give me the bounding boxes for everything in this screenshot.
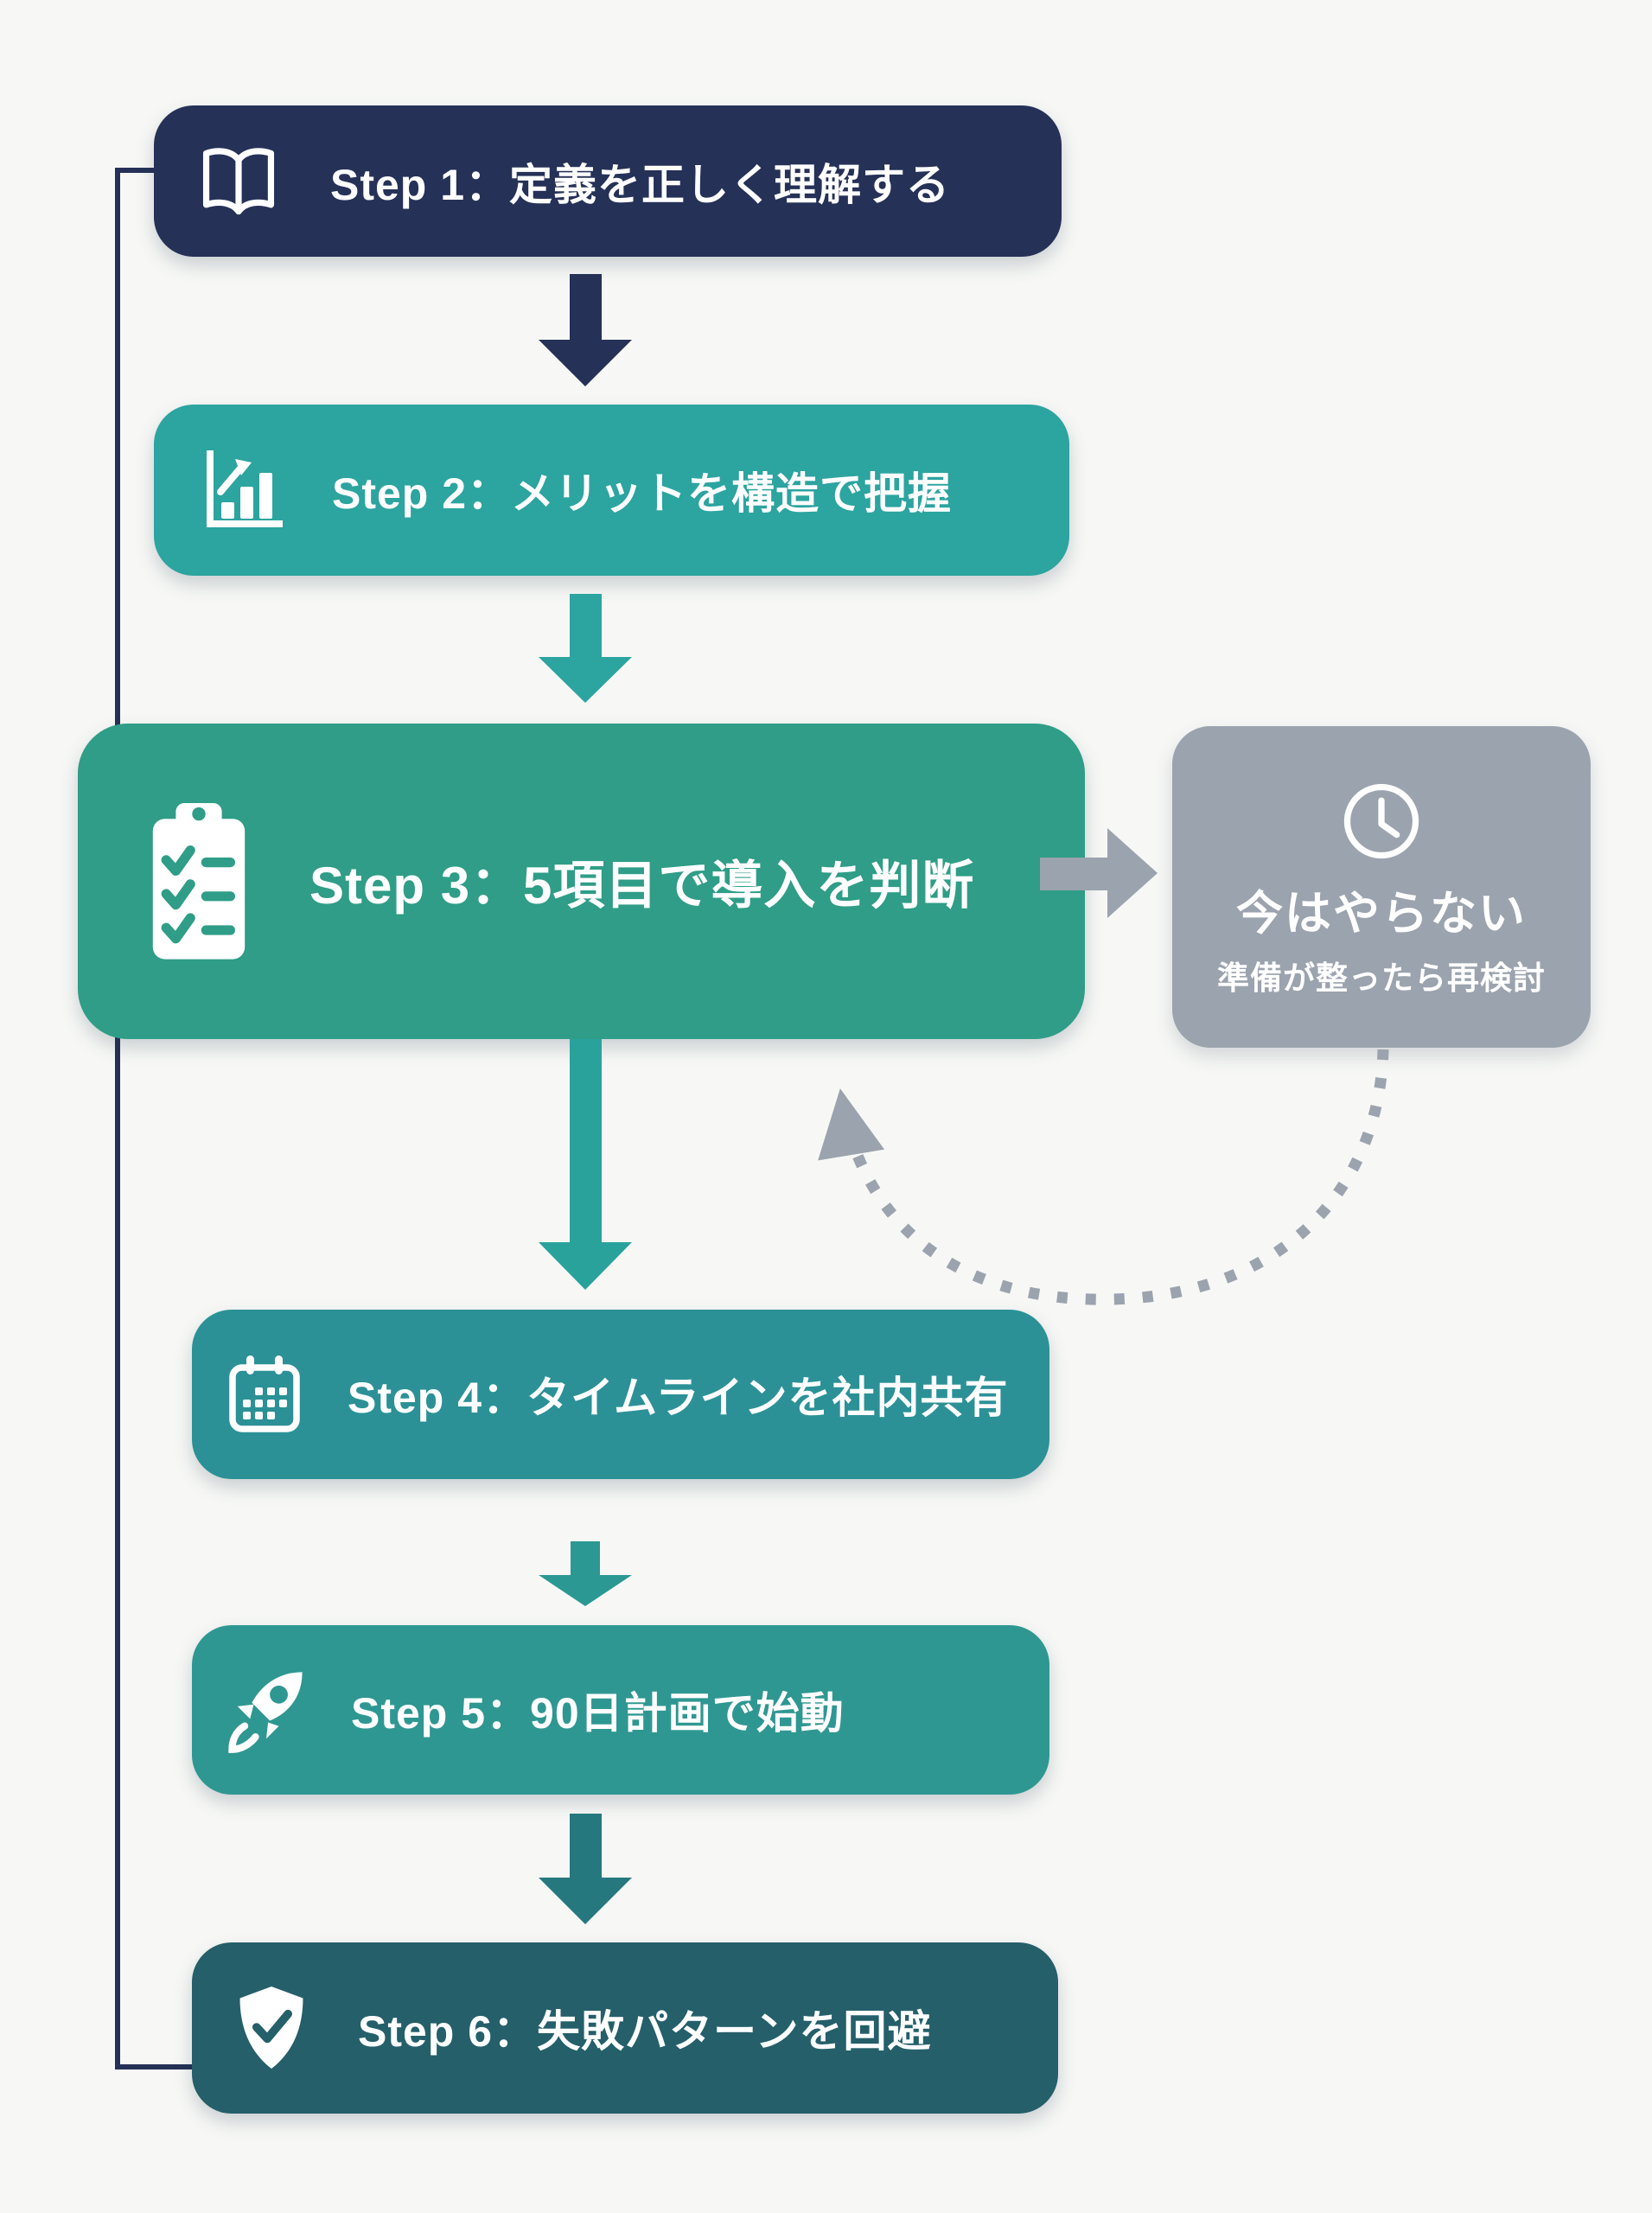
step-3-label: Step 3：5項目で導入を判断: [309, 857, 975, 915]
step-3-box: Step 3：5項目で導入を判断: [78, 724, 1085, 1039]
step-4-label: Step 4：タイムラインを社内共有: [348, 1374, 1009, 1422]
defer-box: 今はやらない 準備が整ったら再検討: [1172, 726, 1591, 1048]
arrow-step4-to-step5: [539, 1541, 632, 1606]
step-5-box: Step 5：90日計画で始動: [192, 1625, 1049, 1795]
defer-box-title: 今はやらない: [1236, 887, 1527, 940]
shield-check-icon: [239, 1987, 303, 2070]
book-icon: [202, 147, 275, 214]
step-5-label: Step 5：90日計画で始動: [351, 1689, 845, 1738]
arrow-step1-to-step2: [539, 274, 632, 386]
loop-line-vertical: [115, 168, 120, 2070]
step-1-label: Step 1：定義を正しく理解する: [330, 160, 951, 209]
arrow-step3-to-step4: [539, 1039, 632, 1290]
defer-box-subtitle: 準備が整ったら再検討: [1217, 960, 1546, 996]
calendar-icon: [229, 1355, 300, 1432]
loop-line-bottom-segment: [115, 2064, 197, 2070]
step-6-label: Step 6：失敗パターンを回避: [358, 2007, 932, 2056]
step-2-box: Step 2：メリットを構造で把握: [154, 405, 1069, 576]
step-6-box: Step 6：失敗パターンを回避: [192, 1942, 1058, 2114]
arrow-step3-to-defer: [1040, 828, 1158, 918]
arrow-step2-to-step3: [539, 594, 632, 703]
step-1-box: Step 1：定義を正しく理解する: [154, 105, 1062, 257]
step-4-box: Step 4：タイムラインを社内共有: [192, 1310, 1049, 1479]
loop-line-top-segment: [115, 168, 159, 173]
arrow-step5-to-step6: [539, 1814, 632, 1924]
step-2-label: Step 2：メリットを構造で把握: [332, 469, 953, 518]
rocket-icon: [228, 1672, 303, 1753]
checklist-clipboard-icon: [152, 802, 246, 960]
bar-chart-icon: [207, 450, 283, 527]
clock-icon: [1343, 783, 1419, 858]
